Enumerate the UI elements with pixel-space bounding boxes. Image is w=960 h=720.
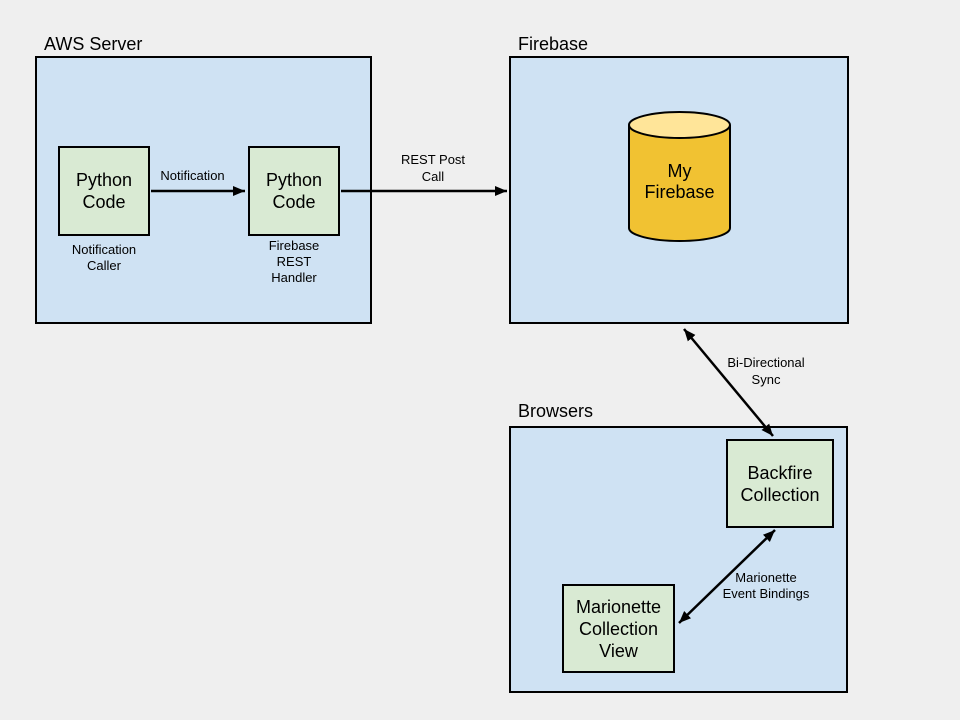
edge-label-marionette-event-bindings: Marionette Event Bindings bbox=[722, 570, 810, 601]
node-backfire-collection-label: Backfire Collection bbox=[740, 462, 820, 505]
node-marionette-collection-view: Marionette Collection View bbox=[562, 584, 675, 673]
node-python-code-firebase-rest-handler: Python Code bbox=[248, 146, 340, 236]
edge-label-notification: Notification bbox=[160, 168, 225, 183]
node-python-code-notification-caller-label: Python Code bbox=[75, 170, 133, 212]
node-marionette-collection-view-label: Marionette Collection View bbox=[575, 596, 662, 661]
node-backfire-collection: Backfire Collection bbox=[726, 439, 834, 528]
firebase-db-label: My Firebase bbox=[644, 161, 715, 202]
edge-label-rest-post-call: REST Post Call bbox=[400, 152, 466, 184]
caption-firebase-rest-handler: Firebase REST Handler bbox=[268, 238, 320, 285]
caption-notification-caller: Notification Caller bbox=[71, 242, 137, 273]
node-python-code-notification-caller: Python Code bbox=[58, 146, 150, 236]
edge-label-bidirectional-sync: Bi-Directional Sync bbox=[727, 355, 805, 387]
node-python-code-firebase-rest-handler-label: Python Code bbox=[265, 170, 323, 212]
firebase-title: Firebase bbox=[518, 34, 589, 54]
aws-server-title: AWS Server bbox=[44, 34, 143, 54]
browsers-title: Browsers bbox=[518, 401, 594, 421]
